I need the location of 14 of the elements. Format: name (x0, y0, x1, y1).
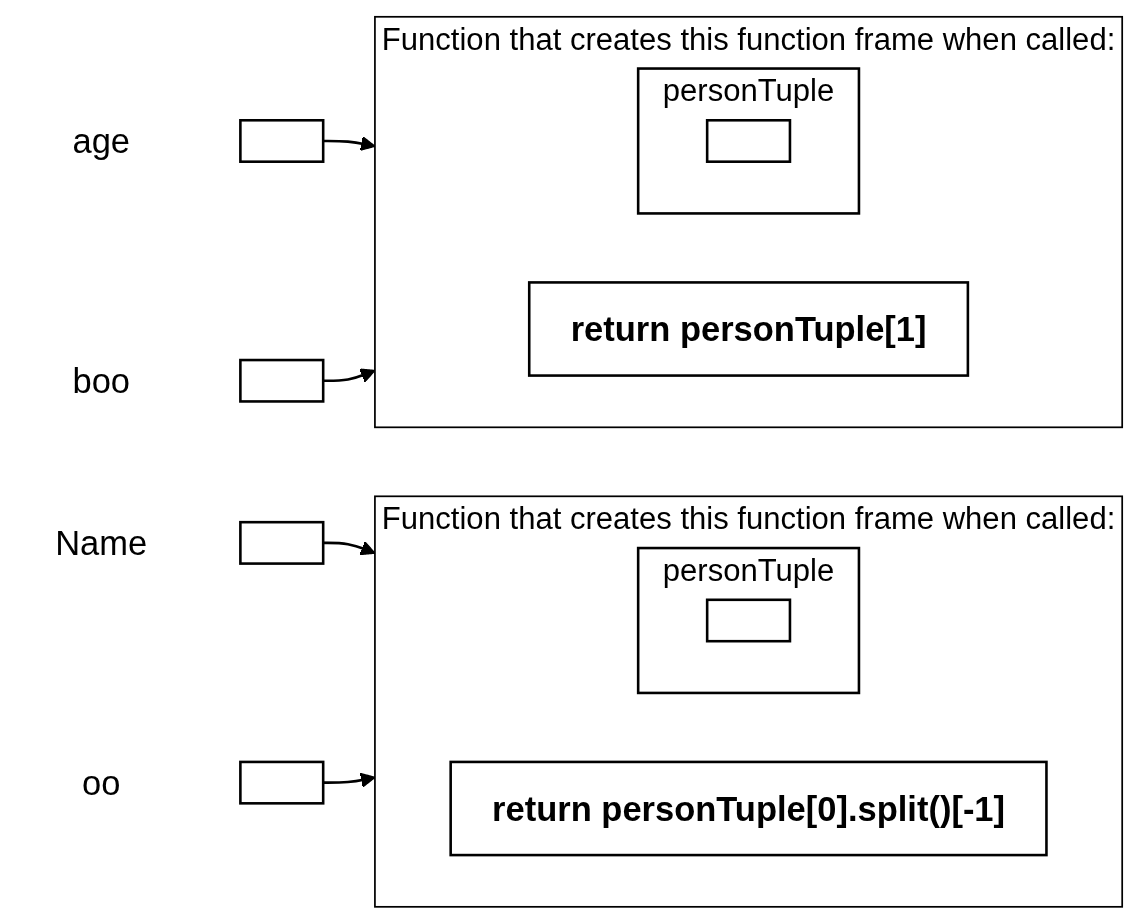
node-label: Name (55, 524, 148, 563)
cluster: personTuple (636, 546, 861, 695)
node-box (239, 521, 325, 566)
node-box (239, 760, 325, 805)
node-box (705, 598, 792, 643)
node-label: boo (72, 361, 131, 400)
node-box: return personTuple[0].split()[-1] (449, 760, 1048, 857)
node-label: age (72, 122, 131, 161)
node-box (239, 119, 325, 164)
cluster: personTuple (636, 67, 861, 215)
node-box: return personTuple[1] (527, 281, 970, 378)
node-label: oo (82, 763, 121, 802)
node-box (705, 119, 792, 164)
node-box (239, 358, 325, 403)
